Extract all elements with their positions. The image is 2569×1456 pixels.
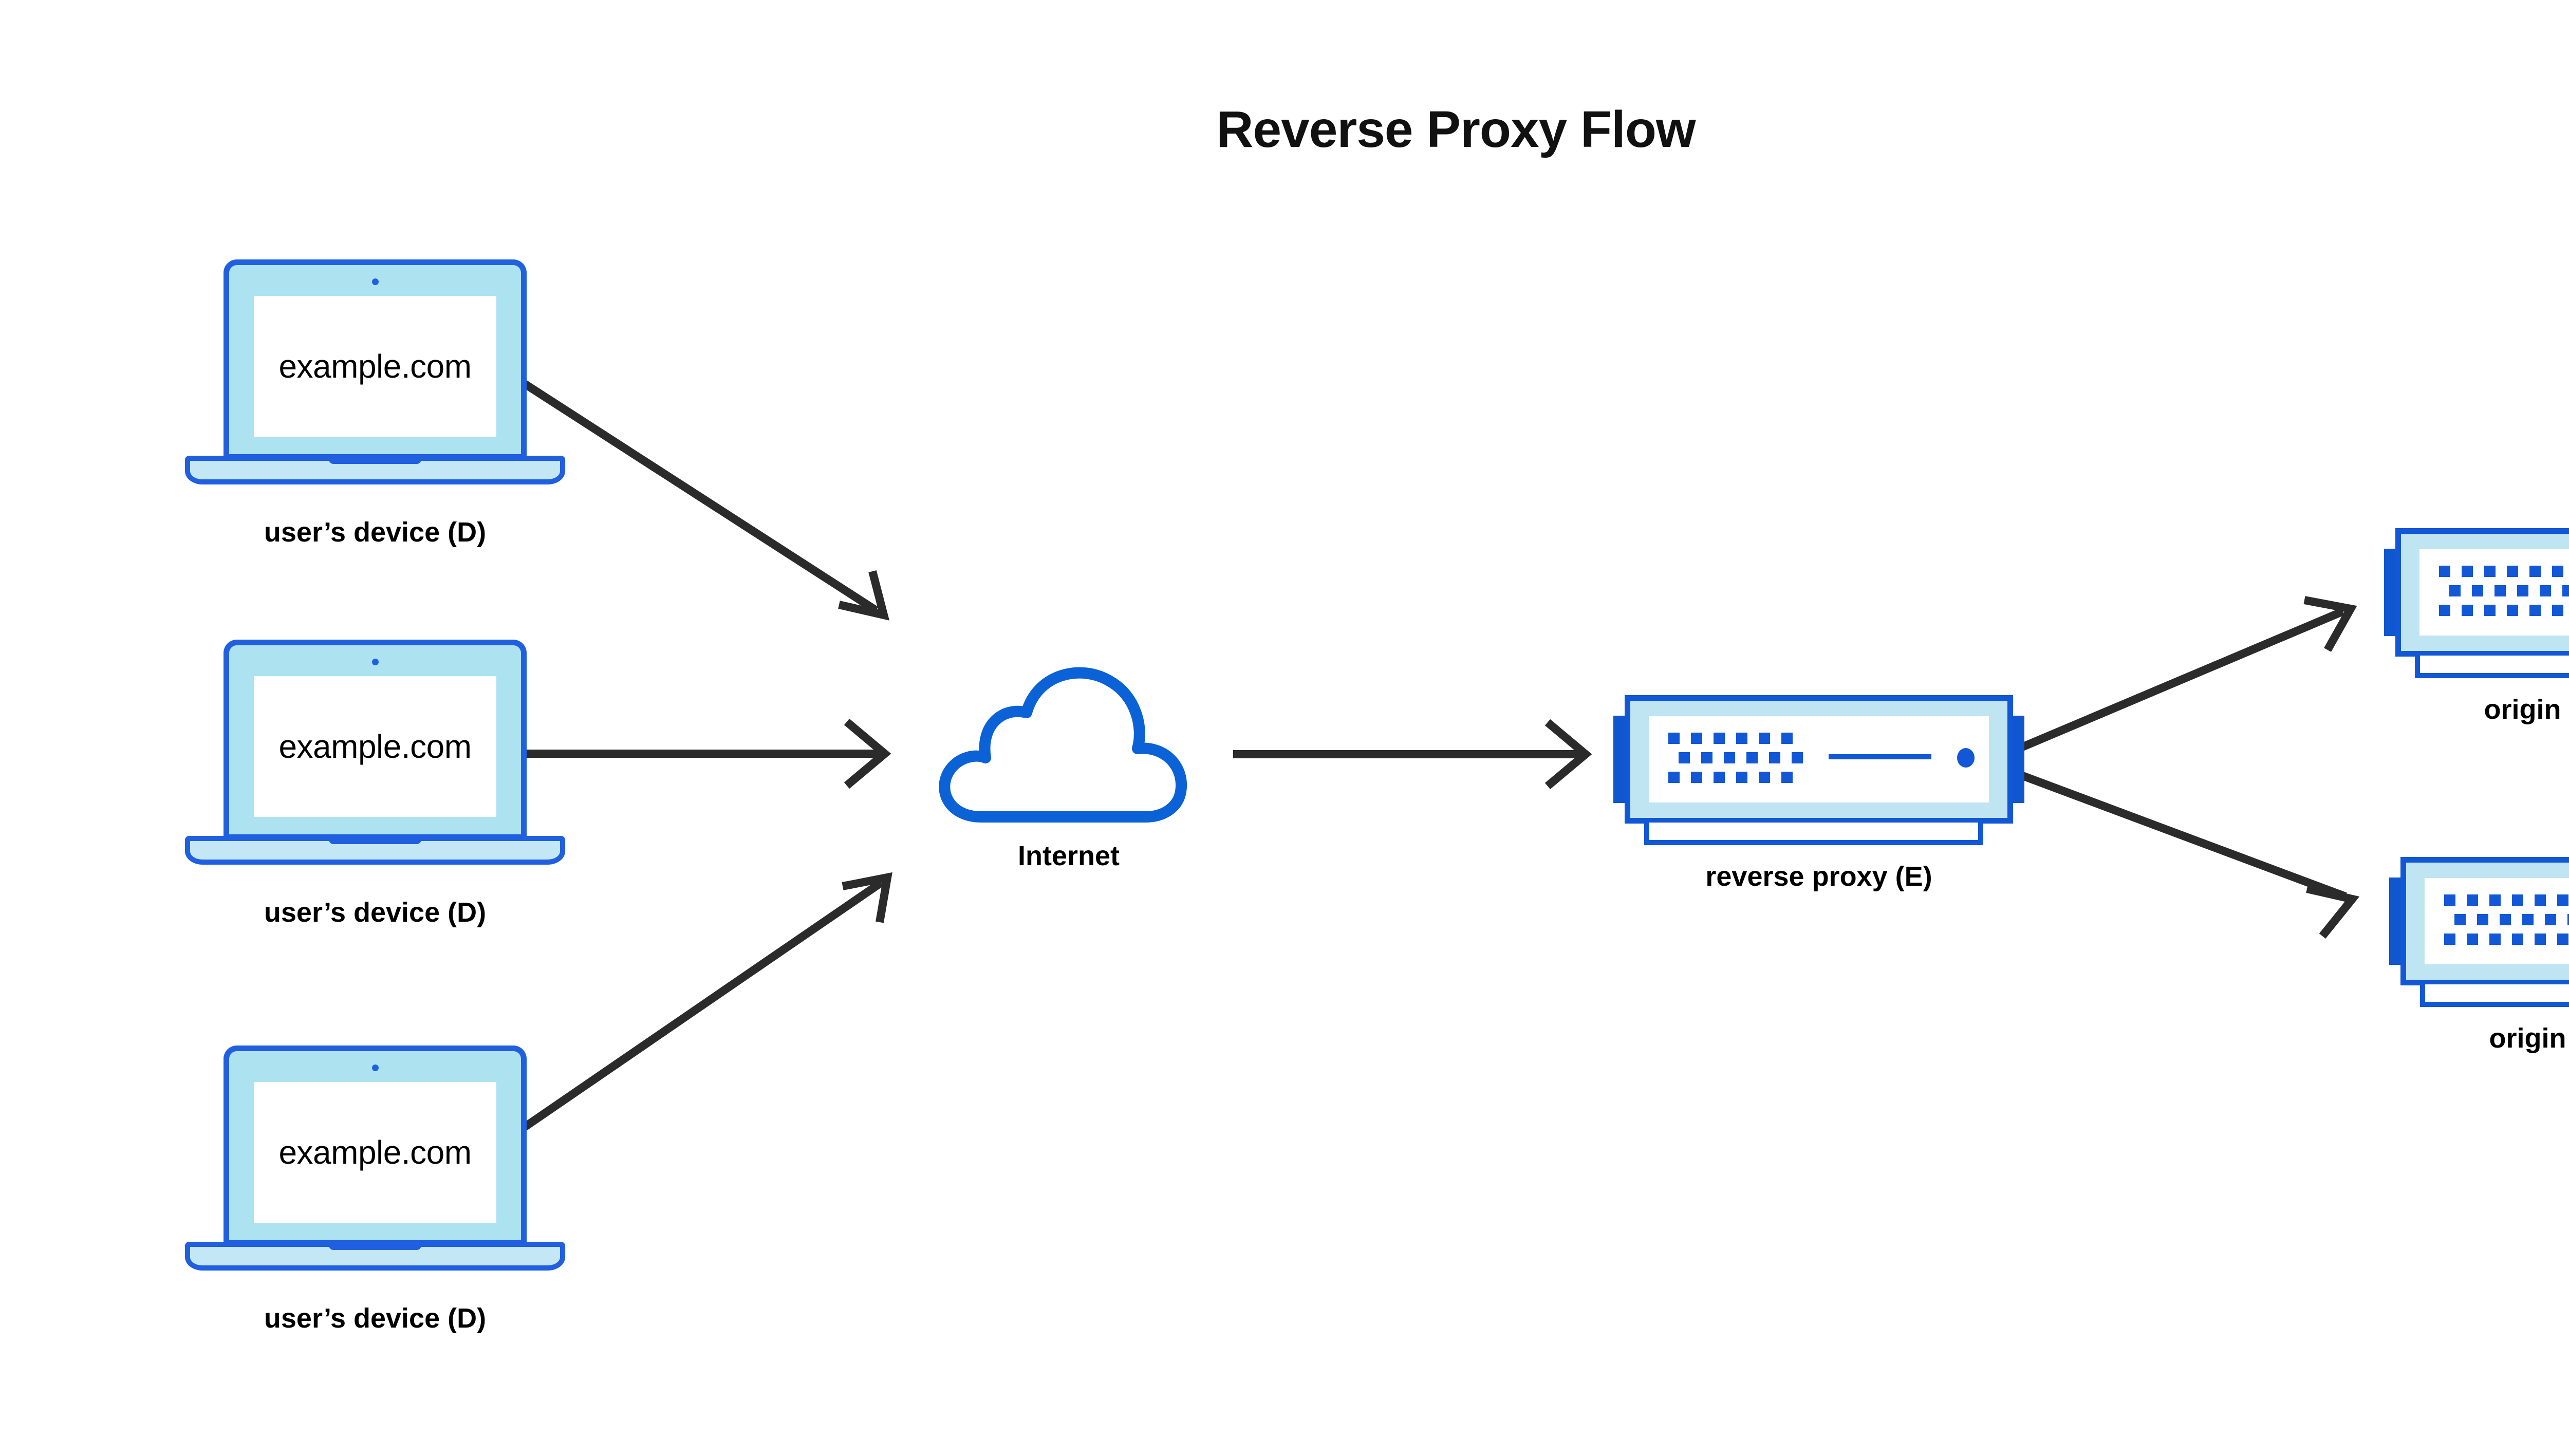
server-status-bar-icon [1829, 754, 1931, 759]
node-label-user-device-3: user’s device (D) [264, 1303, 487, 1334]
laptop-lid: example.com [224, 640, 527, 840]
node-label-internet: Internet [1017, 841, 1120, 871]
node-origin-server-1[interactable]: origin server (F) [2384, 524, 2569, 725]
laptop-screen: example.com [254, 296, 496, 437]
edge-device2-to-internet [511, 718, 891, 789]
server-front-panel [2419, 549, 2569, 636]
node-label-origin-server-2: origin server (F) [2489, 1023, 2569, 1054]
server-port-grid-icon [2439, 566, 2569, 616]
server-front-panel [2425, 878, 2569, 964]
laptop-screen: example.com [254, 676, 496, 817]
node-origin-server-2[interactable]: origin server (F) [2389, 853, 2569, 1054]
edge-device3-to-internet [506, 872, 892, 1142]
webcam-icon [372, 278, 379, 285]
node-user-device-1[interactable]: example.com user’s device (D) [185, 259, 565, 548]
edge-proxy-to-origin1 [2007, 596, 2357, 757]
node-internet[interactable]: Internet [920, 634, 1218, 876]
webcam-icon [372, 1065, 379, 1071]
edge-internet-to-proxy [1233, 719, 1592, 790]
laptop-lid: example.com [224, 259, 527, 460]
laptop-trackpad-notch [329, 836, 421, 844]
server-front-panel [1649, 716, 1989, 802]
laptop-trackpad-notch [329, 456, 421, 464]
cloud-icon [939, 667, 1187, 823]
node-label-user-device-2: user’s device (D) [264, 897, 487, 928]
server-shelf [2420, 984, 2569, 1007]
node-user-device-2[interactable]: example.com user’s device (D) [185, 640, 565, 928]
server-port-grid-icon [2444, 894, 2569, 945]
node-reverse-proxy[interactable]: reverse proxy (E) [1613, 691, 2024, 892]
screen-url-text: example.com [278, 348, 472, 385]
webcam-icon [372, 659, 379, 665]
node-label-origin-server-1: origin server (F) [2484, 694, 2569, 725]
laptop-lid: example.com [224, 1046, 527, 1246]
node-label-reverse-proxy: reverse proxy (E) [1705, 861, 1932, 892]
node-label-user-device-1: user’s device (D) [264, 517, 487, 548]
edge-proxy-to-origin2 [2007, 767, 2360, 939]
page-title: Reverse Proxy Flow [1216, 101, 1696, 158]
server-shelf [1644, 823, 1983, 845]
laptop-trackpad-notch [329, 1242, 421, 1250]
server-port-grid-icon [1668, 733, 1803, 783]
server-chassis [2400, 857, 2569, 985]
laptop-screen: example.com [254, 1082, 496, 1223]
screen-url-text: example.com [278, 1134, 472, 1171]
server-chassis [2395, 528, 2569, 657]
server-shelf [2415, 656, 2569, 678]
screen-url-text: example.com [278, 728, 472, 765]
node-user-device-3[interactable]: example.com user’s device (D) [185, 1046, 565, 1334]
server-chassis [1625, 695, 2013, 824]
server-led-icon [1957, 748, 1975, 768]
